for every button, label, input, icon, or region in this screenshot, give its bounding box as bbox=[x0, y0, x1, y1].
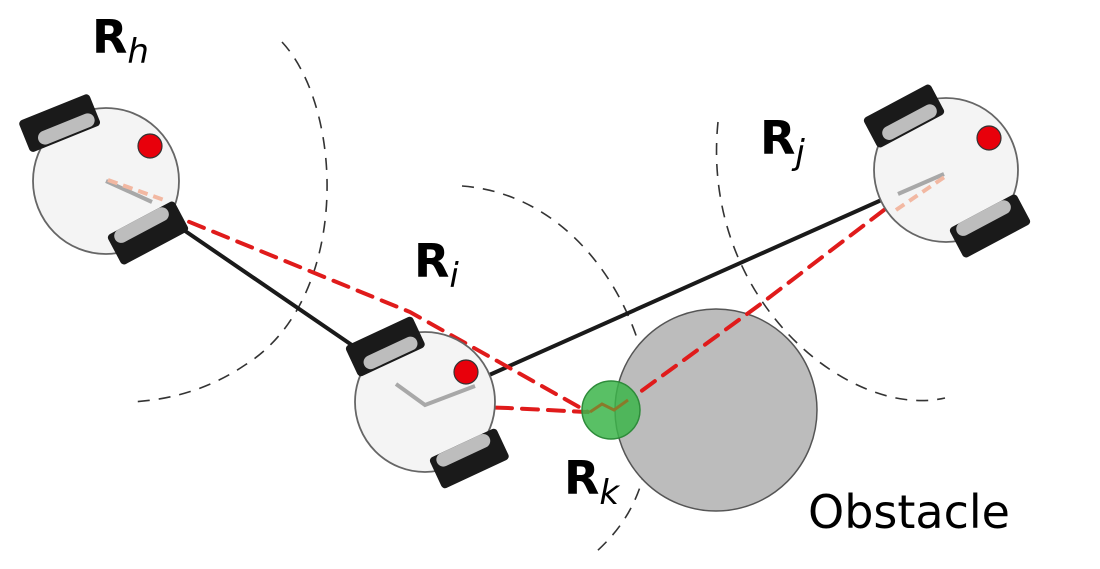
communication-links bbox=[170, 196, 888, 382]
robot-rj-arm-dash bbox=[894, 174, 948, 212]
range-arc-rh bbox=[131, 41, 328, 403]
dashed-link-rh-rk bbox=[163, 210, 590, 414]
robot-rh: Rh bbox=[19, 10, 189, 265]
robot-rh-wheel-bottom-highlight bbox=[114, 207, 169, 243]
robot-ri-wheel-top-highlight bbox=[363, 336, 418, 370]
obstacle-label: Obstacle bbox=[808, 485, 1010, 539]
robot-rh-arm-dash bbox=[107, 178, 165, 202]
robot-ri-marker bbox=[453, 359, 479, 385]
robot-ri-label: Ri bbox=[414, 234, 459, 296]
obstacle: Obstacle bbox=[614, 308, 1010, 539]
robot-rj-label-sub: j bbox=[791, 133, 805, 173]
robot-ri: Ri bbox=[345, 234, 509, 489]
robot-rj-label: Rj bbox=[760, 111, 805, 173]
robot-rh-label-sub: h bbox=[127, 32, 149, 72]
robot-rk-label-sub: k bbox=[599, 473, 620, 513]
robot-rj: Rj bbox=[760, 84, 1031, 258]
robot-ri-label-sub: i bbox=[449, 256, 459, 296]
robot-rj-marker bbox=[976, 125, 1002, 151]
robot-rh-wheel-top-highlight bbox=[38, 113, 95, 145]
range-arc-rj bbox=[715, 121, 946, 402]
link-rh-ri bbox=[170, 220, 364, 354]
robot-ri-arm bbox=[394, 382, 476, 408]
robot-ri-wheel-bottom-highlight bbox=[436, 433, 491, 467]
robot-rk-arm bbox=[589, 398, 629, 414]
robot-rk: Rk bbox=[564, 380, 641, 513]
sensing-range-arcs bbox=[131, 41, 946, 553]
link-ri-rj bbox=[476, 196, 888, 382]
robot-rj-arm bbox=[897, 172, 945, 196]
robot-rj-label-main: R bbox=[760, 111, 795, 165]
obstacle-shape bbox=[614, 308, 818, 512]
robot-rj-wheel-bottom-highlight bbox=[956, 200, 1011, 236]
robot-rk-label: Rk bbox=[564, 451, 620, 513]
dashed-link-rj-rk bbox=[638, 208, 886, 394]
robot-rh-label-main: R bbox=[92, 10, 127, 64]
robot-rh-marker bbox=[137, 133, 163, 159]
robot-rh-label: Rh bbox=[92, 10, 149, 72]
range-arc-ri bbox=[461, 185, 652, 553]
robot-rk-label-main: R bbox=[564, 451, 599, 505]
robot-ri-label-main: R bbox=[414, 234, 449, 288]
robot-rh-arm bbox=[105, 179, 153, 204]
robot-rj-wheel-top-highlight bbox=[882, 104, 937, 140]
